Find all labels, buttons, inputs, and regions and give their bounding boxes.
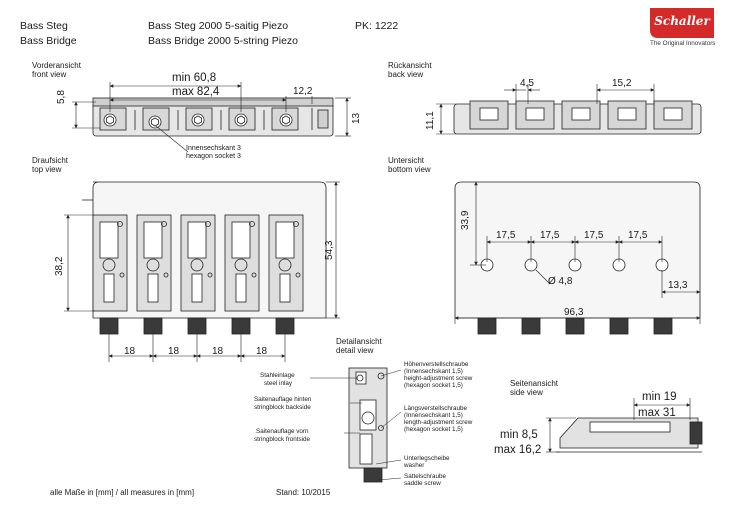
logo-brand: Schaller [654, 14, 710, 28]
front-view-dimensions [72, 82, 351, 153]
bottom-view-label-de: Untersicht [388, 156, 425, 165]
logo-badge [650, 8, 714, 38]
back-view-label-de: Rückansicht [388, 61, 432, 70]
detail-view-drawing [348, 367, 388, 483]
front-dim-right: 13 [351, 112, 362, 124]
back-dim-a: 4,5 [520, 78, 534, 89]
logo-shape [650, 8, 714, 38]
side-view-drawing [556, 417, 703, 453]
pk-number: PK: 1222 [355, 20, 399, 32]
title-de: Bass Steg [20, 20, 68, 32]
top-dim-height-left: 38,2 [54, 256, 65, 276]
detail-right-3-l2: washer [404, 462, 425, 469]
front-dim-min: min 60,8 [172, 72, 217, 84]
front-dim-max: max 82,4 [172, 86, 220, 98]
detail-left-1-de: Stahleinlage [260, 372, 295, 379]
back-dim-b: 15,2 [612, 78, 632, 89]
side-dim-max-h: max 16,2 [494, 444, 542, 456]
top-spacing-4: 18 [256, 346, 268, 357]
detail-view-label-de: Detailansicht [336, 337, 382, 346]
bottom-dim-hole: Ø 4,8 [548, 276, 573, 287]
top-view-drawing [82, 181, 327, 335]
front-callout-de: Innensechskant 3 [186, 145, 241, 152]
detail-view-leaders [310, 369, 402, 481]
bottom-dim-vertical: 33,9 [460, 210, 471, 230]
front-callout-en: hexagon socket 3 [186, 153, 241, 160]
detail-right-1-l3: height-adjustment screw [404, 375, 473, 382]
side-view-label-en: side view [510, 388, 543, 397]
title-en: Bass Bridge [20, 35, 77, 47]
detail-left-2-de: Saitenauflage hinten [254, 396, 312, 403]
detail-right-2-l1: Längsverstellschraube [404, 405, 468, 412]
front-dim-left: 5,8 [56, 90, 67, 104]
bottom-dim-width: 96,3 [564, 307, 584, 318]
bottom-spacing-1: 17,5 [496, 230, 516, 241]
back-view-dimensions [436, 84, 655, 135]
front-view-label-de: Vorderansicht [32, 61, 81, 70]
side-dim-min-len: min 19 [642, 391, 677, 403]
footer-stand: Stand: 10/2015 [276, 488, 331, 497]
side-view-label-de: Seitenansicht [510, 379, 559, 388]
detail-view-label-en: detail view [336, 346, 374, 355]
logo-slogan: The Original Innovators [650, 40, 716, 47]
front-view-label-en: front view [32, 70, 67, 79]
front-view-drawing [92, 97, 334, 137]
detail-left-2-en: stringblock backside [254, 404, 311, 411]
model-de: Bass Steg 2000 5-saitig Piezo [148, 20, 289, 32]
detail-right-3-l1: Unterlegscheibe [404, 455, 450, 462]
detail-right-2-l3: length-adjustment screw [404, 419, 473, 426]
schaller-logo: Schaller [650, 8, 714, 38]
detail-right-4-l1: Sattelschraube [404, 473, 447, 480]
bottom-view-dimensions [454, 181, 701, 324]
model-en: Bass Bridge 2000 5-string Piezo [148, 35, 298, 47]
bottom-view-label-en: bottom view [388, 165, 431, 174]
front-dim-spacing: 12,2 [293, 86, 313, 97]
top-spacing-3: 18 [212, 346, 224, 357]
top-dim-height-right: 54,3 [324, 240, 335, 260]
detail-right-1-l1: Höhenverstellschraube [404, 361, 469, 368]
bottom-view-drawing [454, 181, 701, 335]
back-dim-height: 11,1 [425, 111, 436, 130]
detail-right-1-l4: (hexagon socket 1,5) [404, 382, 463, 389]
detail-right-4-l2: saddle screw [404, 480, 441, 487]
side-view-dimensions [546, 398, 691, 453]
detail-right-2-l2: (Innensechskant 1,5) [404, 412, 463, 419]
detail-right-1-l2: (Innensechskant 1,5) [404, 368, 463, 375]
side-dim-max-len: max 31 [638, 407, 676, 419]
bottom-spacing-3: 17,5 [584, 230, 604, 241]
top-view-label-de: Draufsicht [32, 156, 69, 165]
bottom-dim-edge: 13,3 [668, 280, 688, 291]
top-view-label-en: top view [32, 165, 62, 174]
footer-units-note: alle Maße in [mm] / all measures in [mm] [50, 488, 195, 497]
top-spacing-2: 18 [168, 346, 180, 357]
top-spacing-1: 18 [124, 346, 136, 357]
detail-right-2-l4: (hexagon socket 1,5) [404, 426, 463, 433]
top-view-dimensions [64, 181, 340, 362]
back-view-drawing [453, 100, 702, 135]
bottom-spacing-4: 17,5 [628, 230, 648, 241]
detail-left-3-de: Saitenauflage vorn [256, 428, 309, 435]
side-dim-min-h: min 8,5 [500, 429, 538, 441]
back-view-label-en: back view [388, 70, 424, 79]
detail-left-3-en: stringblock frontside [254, 436, 310, 443]
detail-left-1-en: steel inlay [264, 380, 293, 387]
bottom-spacing-2: 17,5 [540, 230, 560, 241]
